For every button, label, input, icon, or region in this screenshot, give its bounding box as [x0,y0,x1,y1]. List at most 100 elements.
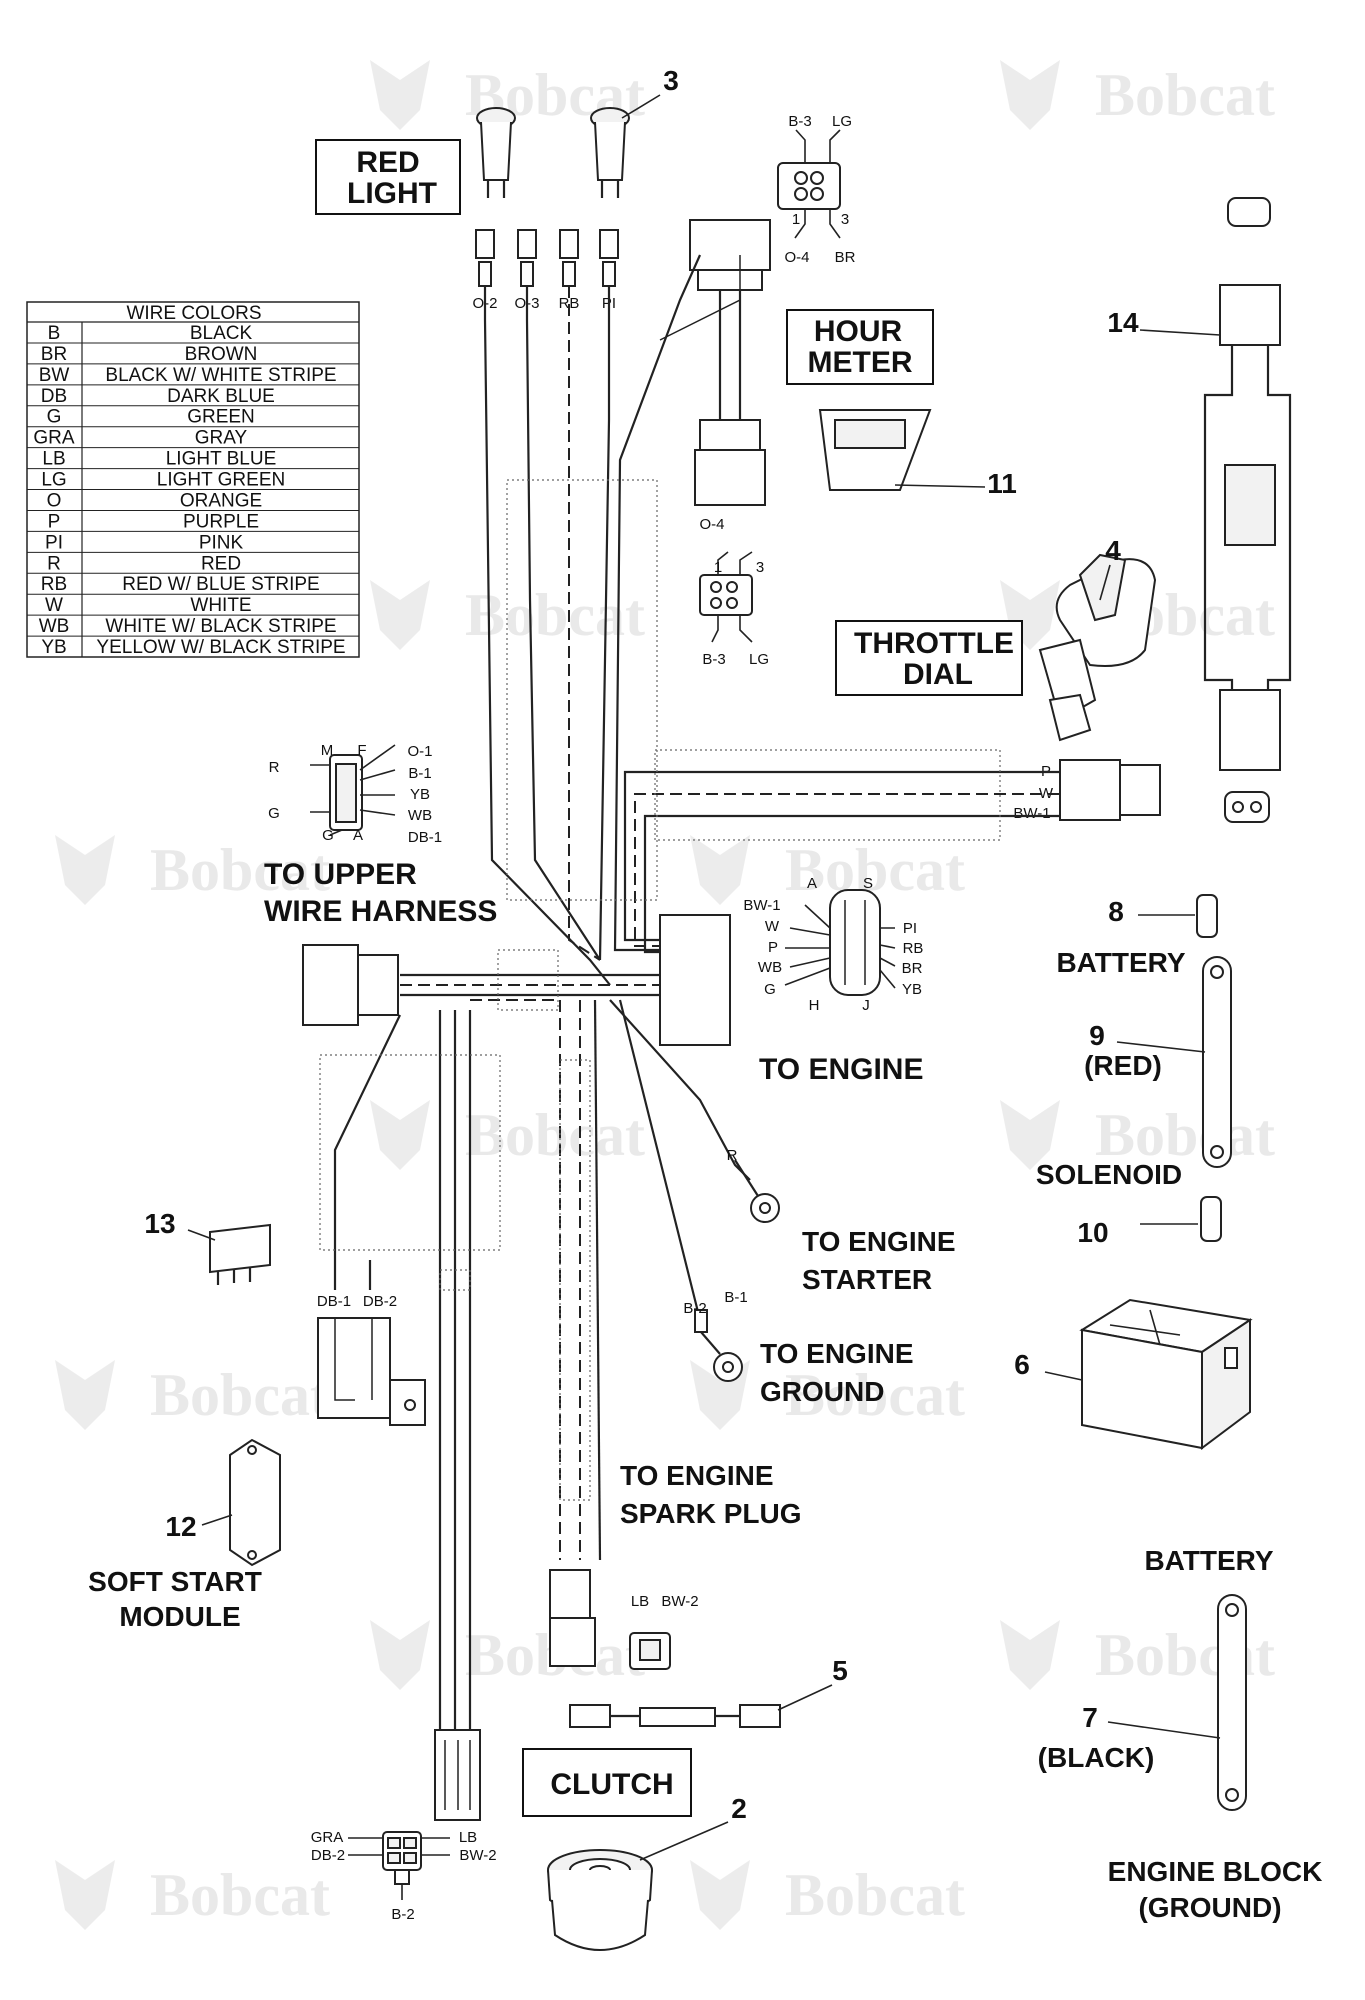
pin-pi-engine: PI [903,920,917,937]
black-ground-cable-7 [1217,1594,1247,1811]
wire-code: BW [39,365,70,386]
to-upper-wire-harness-line1: TO UPPER [264,858,417,891]
throttle-connector [1059,759,1270,823]
pin-r-upper: R [269,759,280,776]
battery-part-6 [1079,1298,1253,1450]
callout-9-leader [1116,1041,1206,1053]
pin-lg-top: LG [832,113,852,130]
hour-meter-top-connector [777,129,841,239]
watermark-text: Bobcat [150,1862,330,1928]
callout-2: 2 [731,1793,747,1824]
red-light-label-line1: RED [356,146,419,179]
watermark-2: Bobcat [1000,60,1275,130]
pin-lb-bottom: LB [459,1829,477,1846]
wire-code: LB [42,449,65,470]
soft-start-module-line2: MODULE [119,1601,240,1632]
wire-color-name: WHITE [190,595,251,616]
callout-11-leader [894,484,986,488]
callout-6-leader [1044,1371,1083,1381]
watermark-11: Bobcat [370,1620,645,1690]
watermark-text: Bobcat [785,1862,965,1928]
wire-color-name: LIGHT GREEN [157,470,285,491]
red-light-left [476,107,516,198]
callout-10: 10 [1077,1217,1108,1248]
to-engine-starter-line1: TO ENGINE [802,1226,956,1257]
to-engine-starter-line2: STARTER [802,1264,932,1295]
item-5-jumper [569,1704,781,1728]
pin-1-top: 1 [792,211,800,228]
battery-label-top: BATTERY [1056,947,1185,978]
wire-code: WB [39,616,70,637]
pin-bw2-bottom: BW-2 [459,1847,496,1864]
pin-b1-ground: B-1 [724,1289,747,1306]
pin-db1-upper: DB-1 [408,829,442,846]
red-light-right [590,107,630,198]
callout-3-leader [621,94,661,119]
to-engine-ground-line1: TO ENGINE [760,1338,914,1369]
pin-3-bottom: 3 [756,559,764,576]
wire-color-name: GREEN [187,407,255,428]
pin-b2-bottom: B-2 [391,1906,414,1923]
wire-color-name: PURPLE [183,511,259,532]
callout-11: 11 [987,468,1017,499]
watermark-text: Bobcat [1095,1102,1275,1168]
wire-color-name: DARK BLUE [167,386,275,407]
pin-br-engine: BR [902,960,923,977]
wire-color-name: LIGHT BLUE [166,449,277,470]
wire-code: RB [41,574,67,595]
wire-label-rb: RB [559,295,580,312]
pin-b1-upper: B-1 [408,765,431,782]
wire-color-name: WHITE W/ BLACK STRIPE [105,616,336,637]
pin-o1-upper: O-1 [407,743,432,760]
throttle-dial-label-line1: THROTTLE [854,627,1014,660]
wire-table-title: WIRE COLORS [126,303,261,324]
watermark-8: Bobcat [1000,1100,1275,1170]
engine-block-label-line1: ENGINE BLOCK [1108,1856,1323,1887]
wire-code: G [47,407,62,428]
wire-code: O [47,490,62,511]
wire-color-name: PINK [199,532,244,553]
wire-color-name: BLACK W/ WHITE STRIPE [105,365,336,386]
pin-g-upper-left: G [268,805,280,822]
watermark-text: Bobcat [150,1362,330,1428]
wire-code: B [48,323,61,344]
hour-meter-label-line2: METER [808,346,913,379]
battery-label-bottom: BATTERY [1144,1545,1273,1576]
callout-5: 5 [832,1655,848,1686]
to-engine-ground-line2: GROUND [760,1376,884,1407]
pin-p-engine: P [768,939,778,956]
pin-g-engine: G [764,981,776,998]
wire-color-name: GRAY [195,428,248,449]
pin-b3-top: B-3 [788,113,811,130]
callout-4: 4 [1105,535,1121,566]
watermark-text: Bobcat [785,837,965,903]
wire-color-name: BROWN [185,344,258,365]
watermark-7: Bobcat [370,1100,645,1170]
battery-terminal-cover-8 [1196,894,1218,938]
pin-bw1-engine: BW-1 [743,897,780,914]
to-engine-label: TO ENGINE [759,1053,923,1086]
clutch-label-box [522,1748,692,1817]
wire-color-name: RED W/ BLUE STRIPE [122,574,319,595]
pin-yb-engine: YB [902,981,922,998]
watermark-9: Bobcat [55,1360,330,1430]
dotted-outlines [319,479,1001,1501]
starter-ring-terminal [734,1159,780,1223]
callout-12-leader [201,1514,233,1526]
wire-code: P [48,511,61,532]
solenoid-label: SOLENOID [1036,1159,1182,1190]
red-battery-cable-9 [1202,956,1232,1168]
clutch-harness-connector [549,1569,671,1670]
pin-db2-relay: DB-2 [363,1293,397,1310]
hour-meter-part [818,409,932,491]
callout-4-leader [1099,564,1111,601]
wire-code: YB [41,637,66,658]
pin-yb-upper: YB [410,786,430,803]
bottom-connector-diagram [348,1831,450,1900]
pin-gra-bottom: GRA [311,1829,344,1846]
pin-j-engine: J [862,997,870,1014]
wire-code: W [45,595,63,616]
watermark-3: Bobcat [370,580,645,650]
callout-13: 13 [144,1208,175,1239]
